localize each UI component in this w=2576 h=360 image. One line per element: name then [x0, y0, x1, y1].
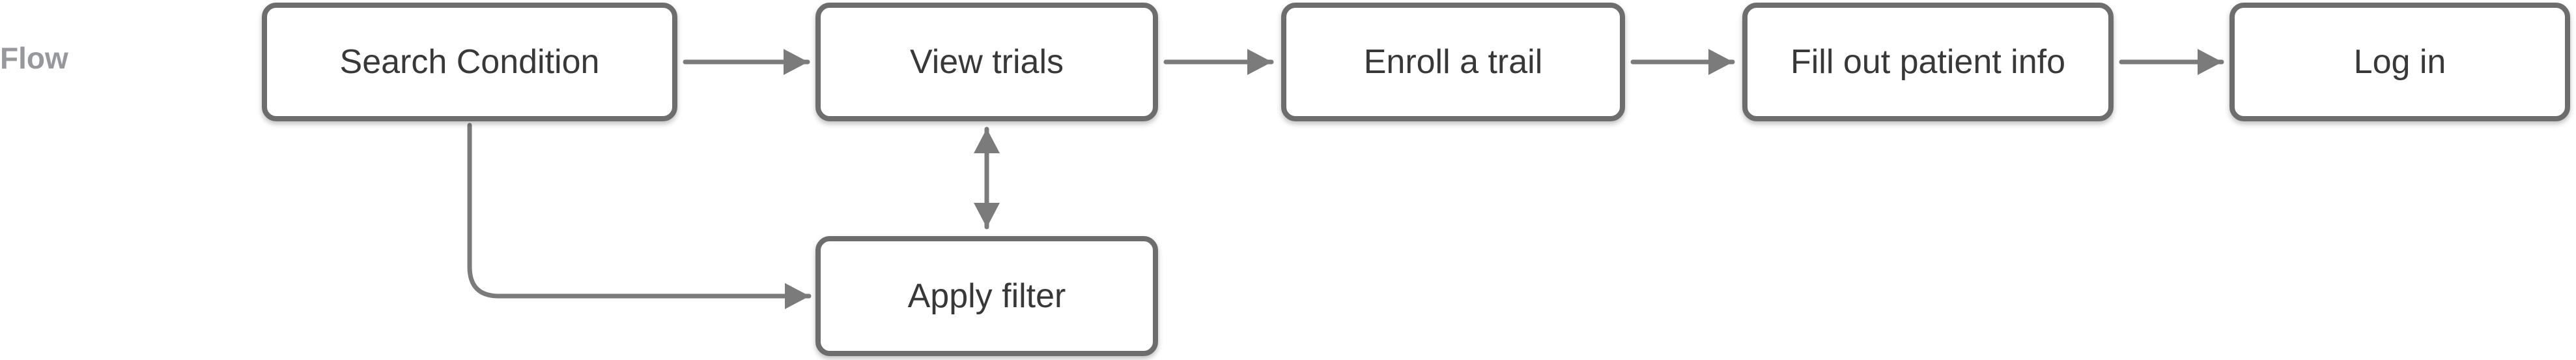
flow-node-enroll-a-trail[interactable]: Enroll a trail [1281, 3, 1625, 121]
flow-section-label: Flow [0, 41, 68, 75]
flow-node-view-trials[interactable]: View trials [815, 3, 1158, 121]
flow-node-log-in[interactable]: Log in [2229, 3, 2570, 121]
flow-node-apply-filter[interactable]: Apply filter [815, 236, 1158, 356]
flow-node-fill-out-patient-info[interactable]: Fill out patient info [1742, 3, 2114, 121]
arrow-search-condition-to-apply-filter[interactable] [467, 123, 812, 309]
flow-node-search-condition[interactable]: Search Condition [262, 3, 677, 121]
